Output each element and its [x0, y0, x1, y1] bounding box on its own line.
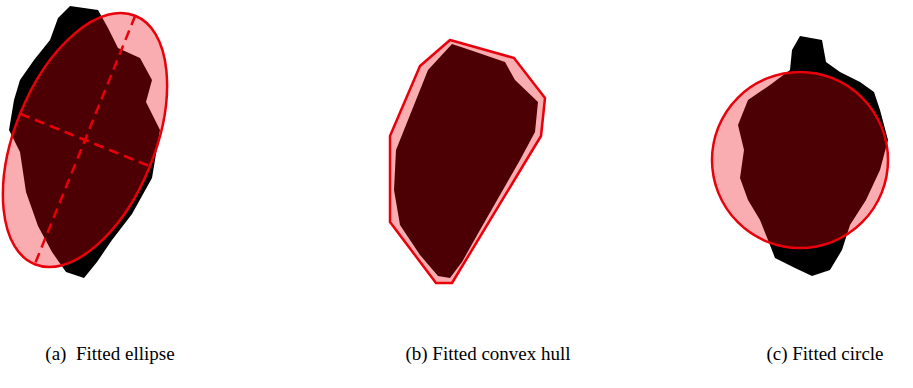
circle-fit — [712, 36, 888, 276]
figure-caption: (a) Fitted ellipse — [45, 343, 174, 365]
ellipse-fit — [0, 0, 200, 290]
figure-caption: (b) Fitted convex hull — [405, 343, 570, 365]
convex-hull-fit — [390, 40, 545, 283]
figure-caption: (c) Fitted circle — [766, 343, 883, 365]
